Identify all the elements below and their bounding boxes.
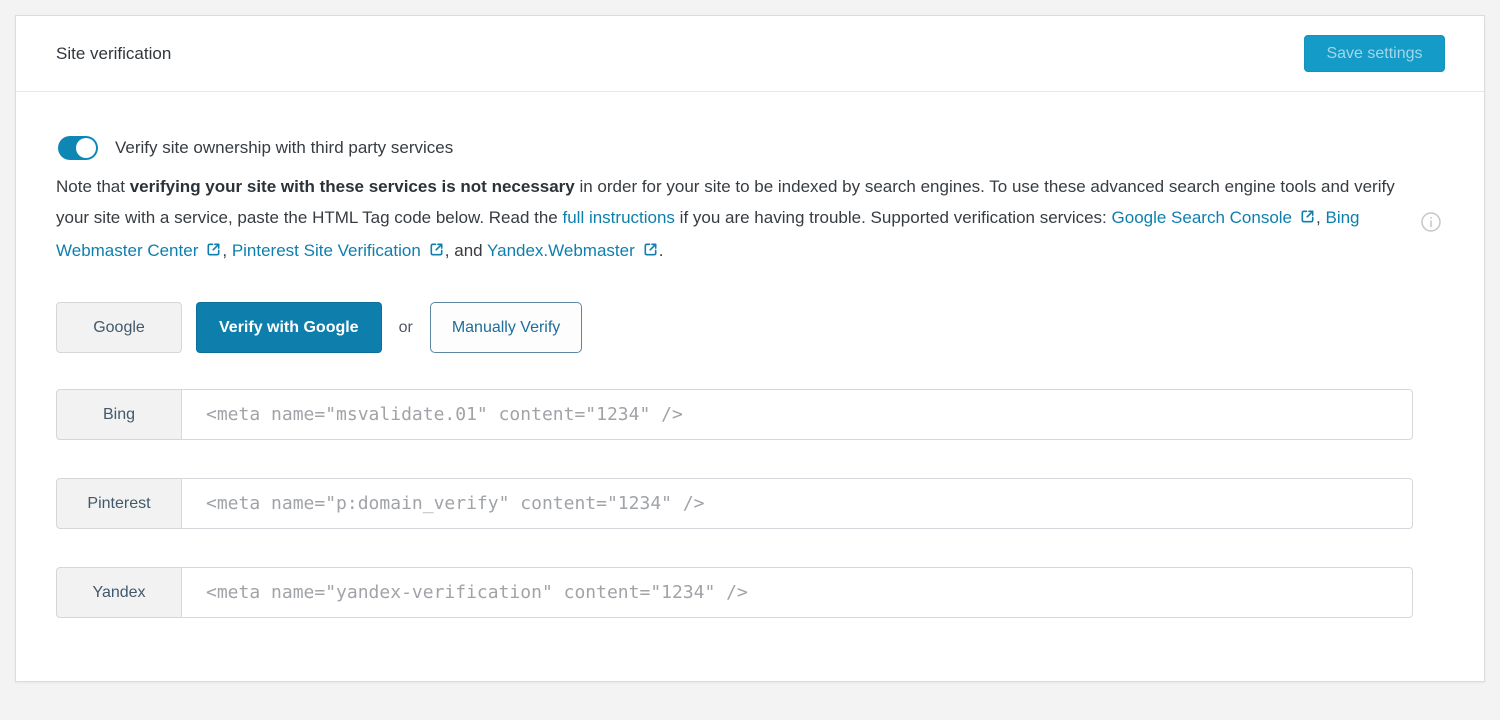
description-text: Note that — [56, 177, 130, 196]
page-title: Site verification — [56, 44, 1304, 64]
description-separator: , and — [445, 241, 487, 260]
pinterest-verification-link[interactable]: Pinterest Site Verification — [232, 241, 421, 260]
toggle-row: Verify site ownership with third party s… — [58, 136, 1410, 160]
google-search-console-link[interactable]: Google Search Console — [1112, 208, 1293, 227]
toggle-label: Verify site ownership with third party s… — [115, 138, 453, 158]
external-link-icon[interactable] — [205, 237, 222, 268]
external-link-icon[interactable] — [428, 237, 445, 268]
site-verification-toggle[interactable] — [58, 136, 98, 160]
description-bold: verifying your site with these services … — [130, 177, 575, 196]
pinterest-service-label: Pinterest — [56, 478, 182, 529]
manually-verify-button[interactable]: Manually Verify — [430, 302, 583, 353]
bing-service-label: Bing — [56, 389, 182, 440]
pinterest-meta-tag-input[interactable] — [181, 478, 1413, 529]
description-paragraph: Note that verifying your site with these… — [56, 171, 1408, 268]
full-instructions-link[interactable]: full instructions — [563, 208, 675, 227]
or-text: or — [399, 319, 413, 337]
description-period: . — [659, 241, 664, 260]
toggle-knob — [76, 138, 96, 158]
yandex-meta-tag-input[interactable] — [181, 567, 1413, 618]
info-icon[interactable] — [1420, 211, 1442, 233]
save-settings-button[interactable]: Save settings — [1304, 35, 1445, 72]
external-link-icon[interactable] — [642, 237, 659, 268]
site-verification-card: Site verification Save settings Verify s… — [15, 15, 1485, 682]
yandex-service-label: Yandex — [56, 567, 182, 618]
card-header: Site verification Save settings — [16, 16, 1484, 92]
bing-meta-tag-input[interactable] — [181, 389, 1413, 440]
description-separator: , — [222, 241, 231, 260]
google-verification-row: Google Verify with Google or Manually Ve… — [56, 302, 1410, 353]
yandex-webmaster-link[interactable]: Yandex.Webmaster — [487, 241, 635, 260]
external-link-icon[interactable] — [1299, 204, 1316, 235]
pinterest-input-row: Pinterest — [56, 478, 1413, 529]
yandex-input-row: Yandex — [56, 567, 1413, 618]
google-service-label: Google — [56, 302, 182, 353]
card-body: Verify site ownership with third party s… — [16, 92, 1484, 618]
bing-input-row: Bing — [56, 389, 1413, 440]
description-text: if you are having trouble. Supported ver… — [675, 208, 1112, 227]
verify-with-google-button[interactable]: Verify with Google — [196, 302, 382, 353]
